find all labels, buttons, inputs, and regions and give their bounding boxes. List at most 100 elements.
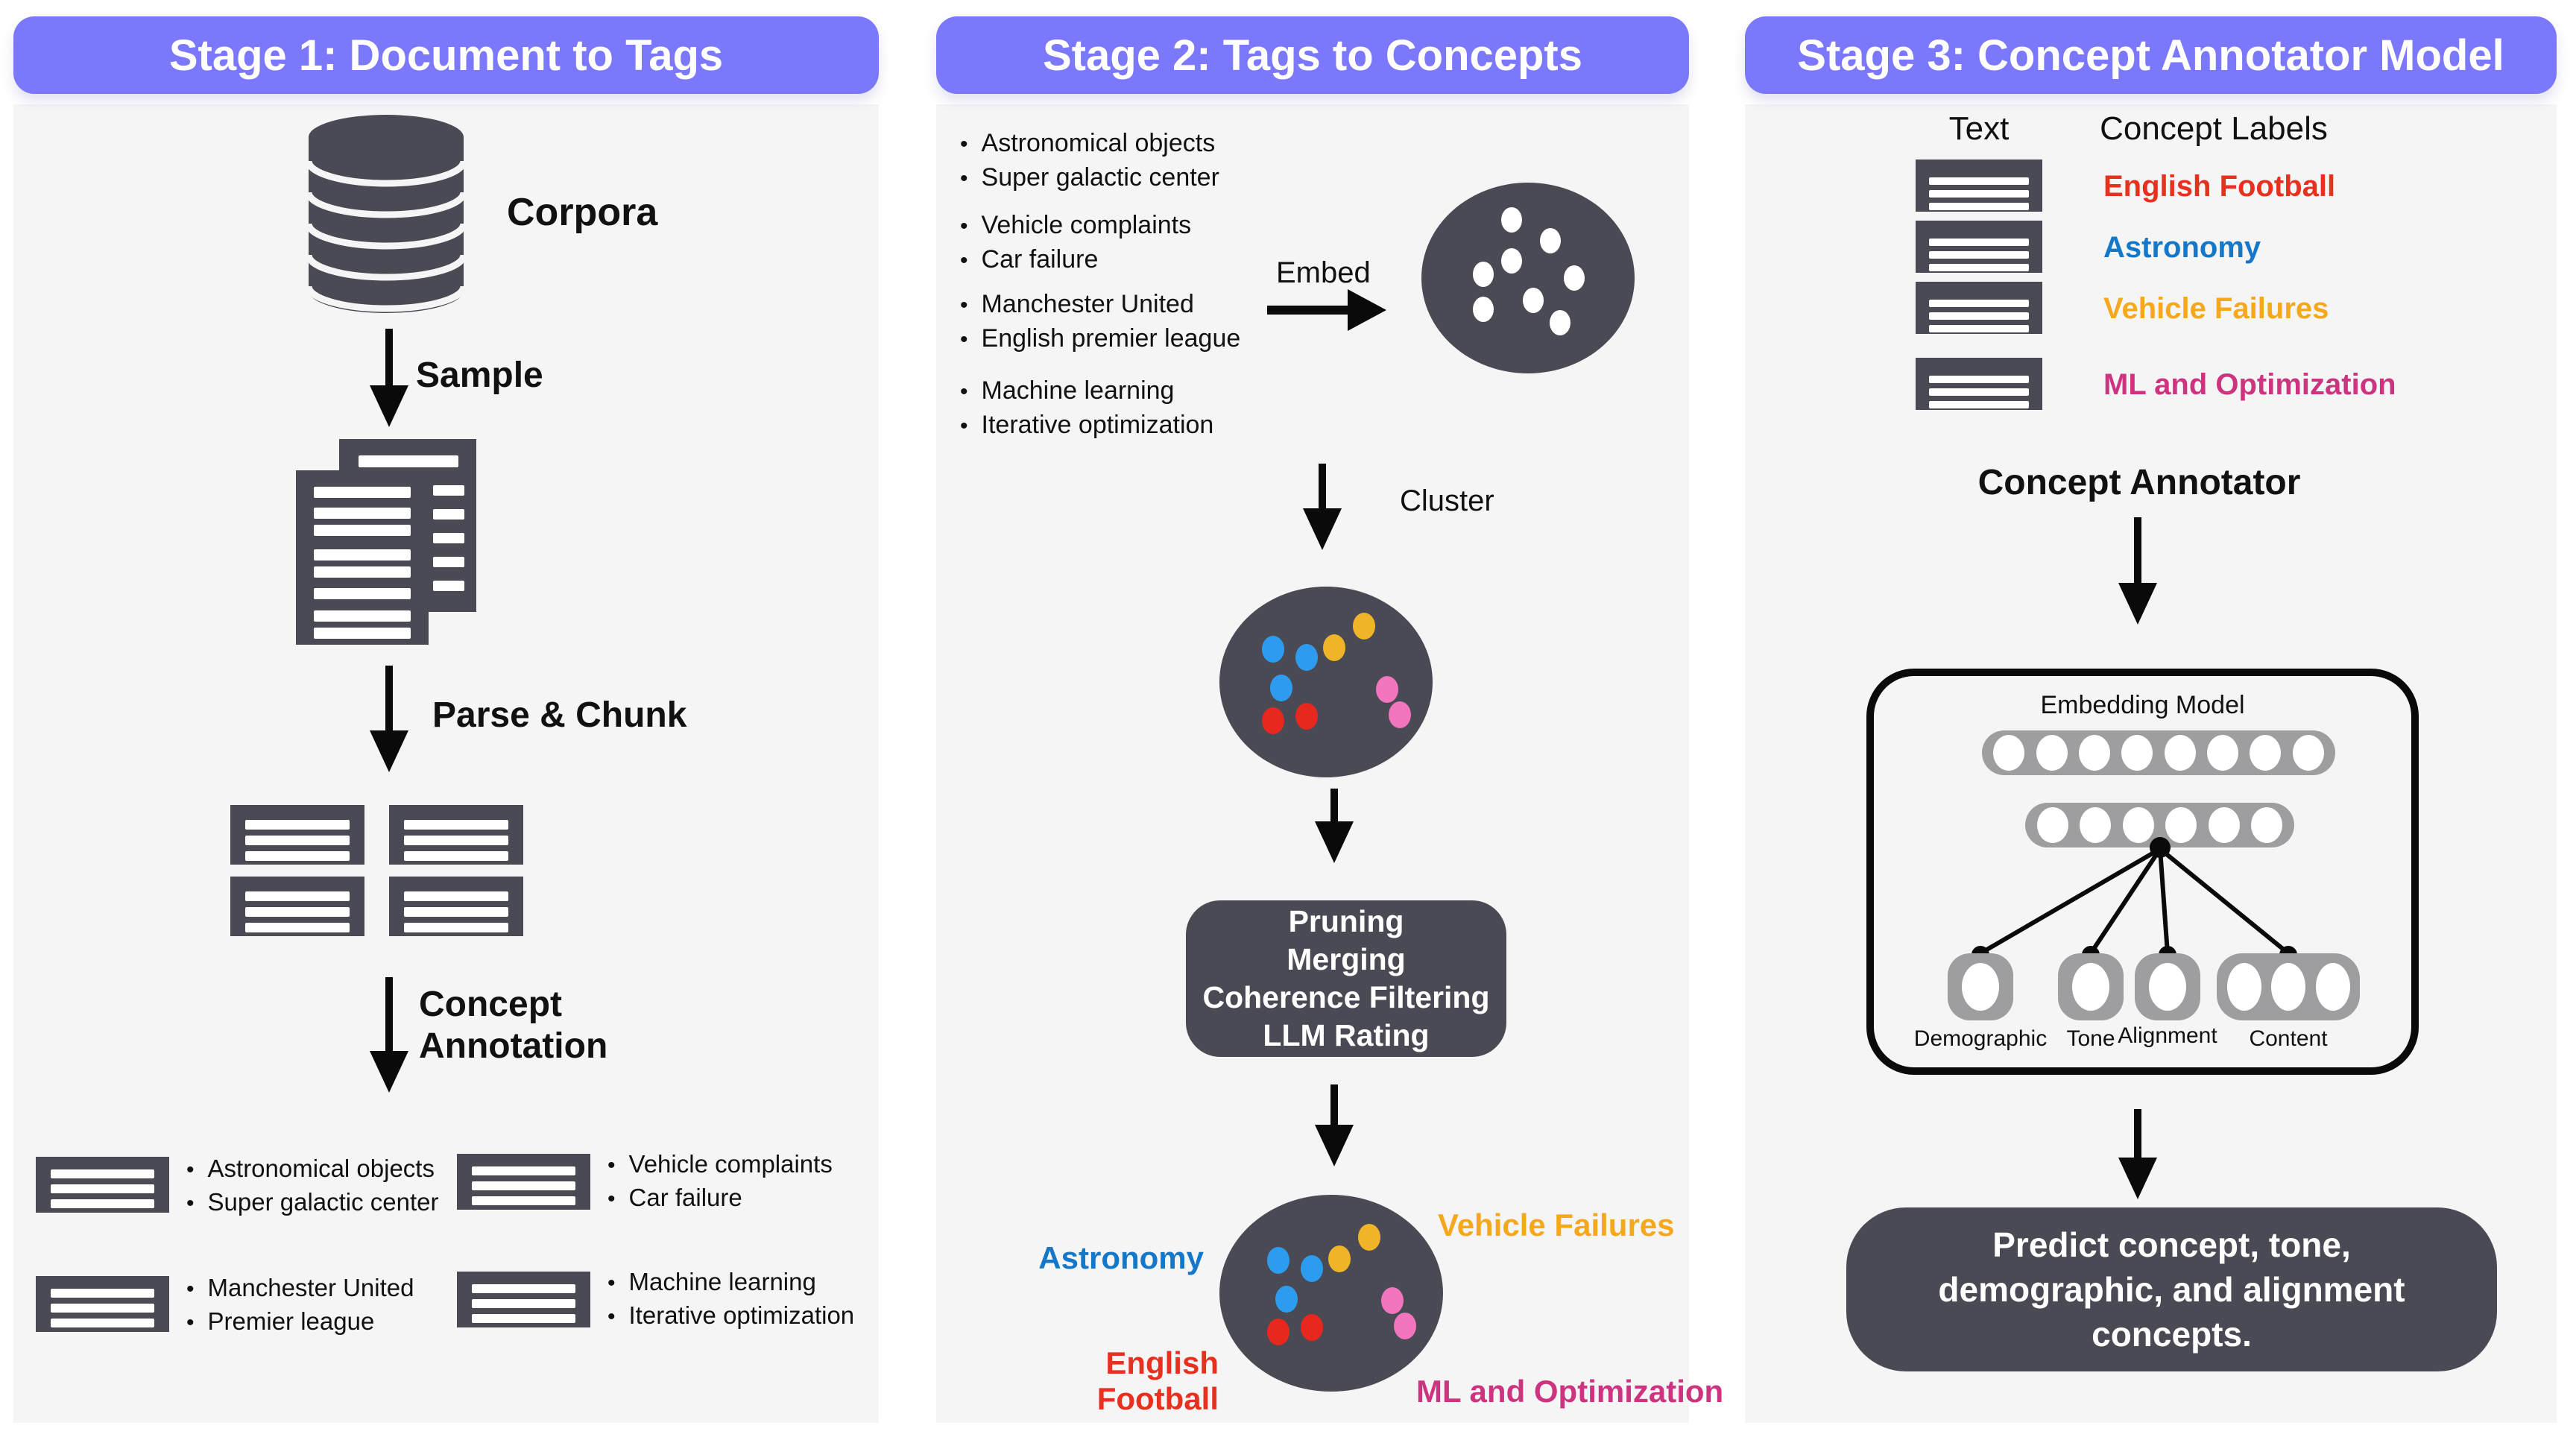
neuron [2226, 963, 2261, 1011]
tag-item: Iterative optimization [607, 1299, 855, 1333]
process-line: Pruning [1288, 904, 1404, 938]
tag-list-group: Astronomical objects Super galactic cent… [960, 127, 1219, 195]
sample-label: Sample [416, 356, 543, 395]
tag-card-icon [457, 1154, 590, 1210]
neuron [1962, 963, 1999, 1011]
neuron [2165, 807, 2197, 843]
tag-item: Super galactic center [186, 1186, 439, 1219]
neuron [2206, 735, 2238, 771]
output-node-tone [2058, 953, 2124, 1020]
stage3-title: Stage 3: Concept Annotator Model [1797, 31, 2504, 80]
concept-annotator-label: Concept Annotator [1977, 463, 2301, 502]
row-label: English Football [2103, 170, 2336, 203]
output-node-demographic [1948, 953, 2013, 1020]
arrow-down-icon [1315, 1084, 1354, 1166]
neuron [2292, 735, 2324, 771]
neuron [2251, 807, 2283, 843]
neuron [2121, 735, 2153, 771]
tag-item: Astronomical objects [960, 127, 1219, 161]
tag-item: Manchester United [960, 288, 1240, 322]
output-node-content [2217, 953, 2360, 1020]
neuron [2080, 807, 2112, 843]
neural-layer-2 [2025, 803, 2294, 847]
chunk-icon [230, 877, 364, 936]
tag-card-icon [36, 1157, 169, 1213]
chunk-icon [230, 805, 364, 865]
concept-labels-column-header: Concept Labels [2100, 110, 2328, 147]
corpora-label: Corpora [507, 191, 658, 234]
tag-item: Machine learning [607, 1266, 854, 1299]
arrow-right-icon [1267, 289, 1386, 331]
arrow-down-icon [1303, 464, 1342, 550]
cluster-label: Cluster [1400, 484, 1494, 517]
neuron [2072, 963, 2109, 1011]
arrow-down-icon [2118, 1109, 2157, 1199]
cluster-icon [1219, 587, 1433, 777]
database-icon [305, 115, 467, 313]
text-column-header: Text [1948, 110, 2010, 147]
chunk-icon [389, 805, 523, 865]
embedding-cluster-icon [1421, 183, 1635, 373]
tag-item: Super galactic center [960, 161, 1219, 195]
stage2-header: Stage 2: Tags to Concepts [936, 16, 1689, 94]
parse-chunk-label: Parse & Chunk [432, 695, 687, 735]
text-doc-icon [1916, 160, 2042, 212]
labeled-cluster-icon [1219, 1195, 1443, 1392]
text-doc-icon [1916, 221, 2042, 273]
neuron [2078, 735, 2110, 771]
neuron [1993, 735, 2025, 771]
arrow-down-icon [370, 329, 408, 427]
tag-item: Manchester United [186, 1272, 414, 1305]
neuron [2164, 735, 2196, 771]
arrow-down-icon [2118, 517, 2157, 625]
tag-group: Manchester United Premier league [186, 1272, 414, 1339]
stage2-title: Stage 2: Tags to Concepts [1042, 31, 1583, 80]
concept-label-football: English Football [1096, 1345, 1219, 1416]
concept-label-vehicle: Vehicle Failures [1438, 1207, 1675, 1243]
tag-group: Machine learning Iterative optimization [607, 1266, 855, 1333]
neuron [2315, 963, 2350, 1011]
tag-item: Iterative optimization [960, 408, 1214, 443]
tag-item: Vehicle complaints [607, 1148, 833, 1181]
row-label: Astronomy [2103, 231, 2261, 264]
stage1-header: Stage 1: Document to Tags [13, 16, 879, 94]
output-label-alignment: Alignment [2118, 1023, 2217, 1048]
tag-item: English premier league [960, 322, 1241, 356]
document-stack-icon [296, 439, 476, 645]
tag-group: Astronomical objects Super galactic cent… [186, 1152, 439, 1219]
neuron [2122, 807, 2154, 843]
embedding-model-box: Embedding Model D [1866, 669, 2419, 1075]
output-label-demographic: Demographic [1913, 1026, 2048, 1051]
tag-group: Vehicle complaints Car failure [607, 1148, 833, 1215]
neuron [2208, 807, 2240, 843]
tag-list-group: Vehicle complaints Car failure [960, 209, 1192, 277]
process-line: Coherence Filtering [1202, 980, 1490, 1014]
tag-item: Vehicle complaints [960, 209, 1192, 243]
arrow-down-icon [370, 666, 408, 772]
tag-item: Astronomical objects [186, 1152, 439, 1186]
embedding-model-title: Embedding Model [2040, 691, 2245, 719]
process-line: LLM Rating [1263, 1018, 1430, 1052]
concept-label-ml: ML and Optimization [1416, 1374, 1724, 1409]
tag-item: Car failure [607, 1181, 833, 1215]
process-box: Pruning Merging Coherence Filtering LLM … [1186, 900, 1506, 1057]
tag-item: Premier league [186, 1305, 414, 1339]
tag-list-group: Machine learning Iterative optimization [960, 374, 1214, 443]
predict-box: Predict concept, tone, demographic, and … [1846, 1207, 2497, 1371]
neuron [2250, 735, 2282, 771]
neuron [2271, 963, 2305, 1011]
stage3-header: Stage 3: Concept Annotator Model [1745, 16, 2557, 94]
tag-card-icon [457, 1272, 590, 1327]
embed-label: Embed [1276, 256, 1371, 289]
row-label: ML and Optimization [2103, 368, 2396, 401]
row-label: Vehicle Failures [2103, 292, 2329, 325]
text-doc-icon [1916, 282, 2042, 334]
output-label-tone: Tone [2066, 1026, 2115, 1051]
arrow-down-icon [1315, 789, 1354, 863]
concept-label-astronomy: Astronomy [1038, 1240, 1204, 1275]
tag-list-group: Manchester United English premier league [960, 288, 1241, 356]
stage1-title: Stage 1: Document to Tags [168, 31, 724, 80]
neuron [2149, 963, 2186, 1011]
tag-item: Car failure [960, 243, 1191, 277]
text-doc-icon [1916, 358, 2042, 410]
